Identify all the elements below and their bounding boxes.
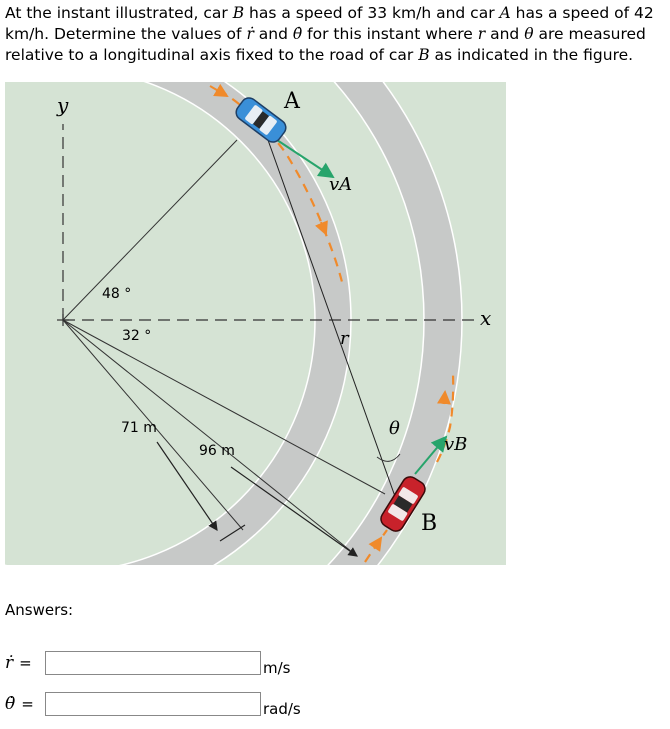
var-car-a: A <box>499 4 511 22</box>
rdot-unit: m/s <box>263 659 291 677</box>
dimension-tick <box>219 524 246 542</box>
radius-line-48 <box>62 139 238 321</box>
label-angle-48: 48 ° <box>102 286 131 302</box>
var-car-b: B <box>418 46 430 64</box>
equals-sign: = <box>19 654 32 672</box>
radius-line-32 <box>62 319 386 495</box>
problem-text: has a speed of 33 km/h and car <box>244 4 500 22</box>
problem-text: are measured relative to a longitudinal … <box>5 25 646 64</box>
problem-statement: At the instant illustrated, car B has a … <box>5 3 655 66</box>
label-dist-71: 71 m <box>121 420 157 436</box>
var-r: r <box>477 25 486 43</box>
label-angle-32: 32 ° <box>122 328 151 344</box>
problem-text: and <box>485 25 525 43</box>
problem-text: for this instant where <box>302 25 478 43</box>
car-a-icon <box>235 97 287 143</box>
label-y: y <box>56 93 69 117</box>
var-thetadot: θ̇ <box>292 25 303 43</box>
label-car-b: B <box>421 511 437 536</box>
problem-text: and <box>253 25 293 43</box>
dimension-arrow-96 <box>230 466 358 557</box>
answers-label: Answers: <box>5 601 74 619</box>
label-r: r <box>340 328 350 349</box>
velocity-vector-b <box>414 435 448 475</box>
rdot-input[interactable] <box>45 651 261 675</box>
thetadot-symbol: θ̇ <box>5 694 16 714</box>
equals-sign: = <box>21 695 34 713</box>
thetadot-unit: rad/s <box>263 700 301 718</box>
car-b-icon <box>380 476 426 532</box>
var-rdot: ṙ <box>246 25 254 43</box>
label-vb: vB <box>444 434 467 455</box>
label-theta: θ <box>389 418 400 439</box>
dimension-arrow-71 <box>156 441 218 531</box>
label-dist-96: 96 m <box>199 443 235 459</box>
problem-figure: y x A B vA vB r θ 48 ° 32 ° 71 m 96 m <box>5 82 506 565</box>
radius-line-71 <box>62 319 244 531</box>
r-line <box>262 125 398 503</box>
problem-text: At the instant illustrated, car <box>5 4 233 22</box>
var-car-b: B <box>232 4 245 22</box>
label-x: x <box>480 306 491 330</box>
path-arrow <box>314 220 328 236</box>
path-arrow <box>368 536 383 552</box>
label-car-a: A <box>283 89 301 114</box>
figure-svg: y x A B vA vB r θ 48 ° 32 ° 71 m 96 m <box>5 82 506 565</box>
problem-text: has a speed of 42 km/h. Determine the va… <box>5 4 654 43</box>
var-theta: θ <box>524 25 534 43</box>
label-va: vA <box>329 174 352 195</box>
velocity-vector-a <box>276 139 335 179</box>
thetadot-input[interactable] <box>45 692 261 716</box>
theta-arc <box>376 453 401 462</box>
rdot-symbol-group: ṙ= <box>5 653 45 673</box>
radius-line-96 <box>62 319 358 557</box>
path-arrow <box>437 390 451 405</box>
rdot-symbol: ṙ <box>5 653 14 673</box>
thetadot-symbol-group: θ̇ = <box>5 694 45 714</box>
path-arrow <box>209 83 229 98</box>
problem-text: as indicated in the figure. <box>429 46 634 64</box>
